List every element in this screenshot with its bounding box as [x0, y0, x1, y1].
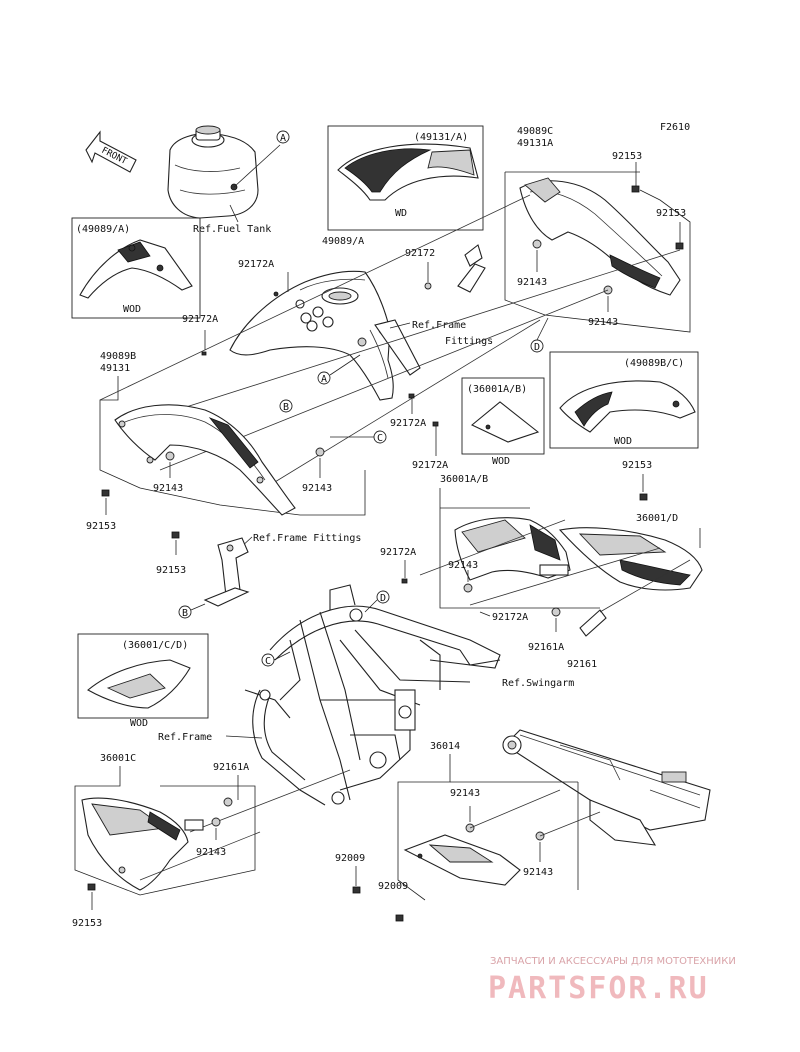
callout-d-bottom-label: D: [380, 593, 386, 604]
part-92143-6: 92143: [450, 788, 480, 799]
watermark-tagline: ЗАПЧАСТИ И АКСЕССУАРЫ ДЛЯ МОТОТЕХНИКИ: [490, 956, 736, 967]
part-36001ab: 36001A/B: [440, 474, 488, 485]
part-92161a-2: 92161A: [213, 762, 249, 773]
part-36001c: 36001C: [100, 753, 136, 764]
part-92161: 92161: [567, 659, 597, 670]
part-92172a-4: 92172A: [412, 460, 448, 471]
part-92143-7: 92143: [523, 867, 553, 878]
part-92161a-1: 92161A: [528, 642, 564, 653]
part-49131: 49131: [100, 363, 130, 374]
part-92172a-1: 92172A: [238, 259, 274, 270]
box-49089a-variant: WOD: [123, 304, 141, 315]
callout-c-mid-label: C: [377, 433, 383, 444]
part-92143-2: 92143: [588, 317, 618, 328]
frame-fitting-small: [457, 244, 486, 293]
watermark-brand: PARTSFOR.RU: [488, 971, 709, 1006]
part-92172a-3: 92172A: [390, 418, 426, 429]
box-49089bc-variant: WOD: [614, 436, 632, 447]
callout-a-top: [276, 130, 290, 144]
ref-frame-fittings-1b: Fittings: [445, 336, 493, 347]
part-92143-3: 92143: [153, 483, 183, 494]
callout-a-top-label: A: [280, 133, 286, 144]
part-92143-8: 92143: [196, 847, 226, 858]
callout-c-bottom-label: C: [265, 656, 271, 667]
side-cover-wod-thumbnail-2: [87, 659, 191, 709]
callout-d-bottom: [376, 590, 390, 604]
part-92172a-6: 92172A: [492, 612, 528, 623]
box-36001cd: [77, 633, 209, 719]
shroud-wd-thumbnail: [337, 143, 479, 201]
frame: [244, 584, 501, 806]
box-36001cd-label: (36001/C/D): [122, 640, 188, 651]
box-49131a-variant: WD: [395, 208, 407, 219]
collar-92161a: [184, 819, 204, 831]
callout-b-bottom-label: B: [182, 608, 188, 619]
part-92172a-2: 92172A: [182, 314, 218, 325]
side-cover-36001ab: [454, 517, 571, 581]
part-92153-a: 92153: [612, 151, 642, 162]
callout-a-mid: [317, 371, 331, 385]
box-49089bc-label: (49089B/C): [624, 358, 684, 369]
box-36001ab-label: (36001A/B): [467, 384, 527, 395]
part-49089c: 49089C: [517, 126, 553, 137]
callout-b-mid-label: B: [283, 402, 289, 413]
box-49089a-label: (49089/A): [76, 224, 130, 235]
box-49131a-label: (49131/A): [414, 132, 468, 143]
part-49089b: 49089B: [100, 351, 136, 362]
part-92009-2: 92009: [378, 881, 408, 892]
part-92172: 92172: [405, 248, 435, 259]
side-cover-36001d: [558, 527, 703, 591]
swingarm: [502, 729, 711, 846]
ref-frame-fittings-1a: Ref.Frame: [412, 320, 466, 331]
part-92009-1: 92009: [335, 853, 365, 864]
callout-b-mid: [279, 399, 293, 413]
part-92172a-5: 92172A: [380, 547, 416, 558]
ref-fuel-tank: Ref.Fuel Tank: [193, 224, 271, 235]
part-92143-4: 92143: [302, 483, 332, 494]
frame-fitting-bracket: [203, 537, 250, 607]
box-36001ab: [461, 377, 545, 455]
part-49089a: 49089/A: [322, 236, 364, 247]
part-92143-5: 92143: [448, 560, 478, 571]
tank-cover-bracket: [374, 319, 421, 376]
left-shroud: [114, 404, 296, 516]
collar-92161: [579, 609, 607, 637]
callout-a-mid-label: A: [321, 374, 327, 385]
ref-swingarm: Ref.Swingarm: [502, 678, 574, 689]
right-shroud: [519, 177, 681, 296]
front-arrow-icon: FRONT: [85, 130, 137, 173]
box-49131a: [327, 125, 484, 231]
part-49131a: 49131A: [517, 138, 553, 149]
part-92153-b: 92153: [656, 208, 686, 219]
box-36001ab-variant: WOD: [492, 456, 510, 467]
fuel-tank: [167, 125, 259, 219]
chain-guard: [403, 834, 521, 886]
diagram-code: F2610: [660, 122, 690, 133]
callout-d-mid-label: D: [534, 342, 540, 353]
box-36001cd-variant: WOD: [130, 718, 148, 729]
tank-cover: [229, 270, 394, 401]
part-92153-c: 92153: [86, 521, 116, 532]
side-cover-wod-thumbnail: [470, 401, 540, 443]
side-cover-36001c: [81, 797, 189, 891]
callout-b-bottom: [178, 605, 192, 619]
part-92153-e: 92153: [156, 565, 186, 576]
box-49089a: [71, 217, 201, 319]
part-92153-d: 92153: [622, 460, 652, 471]
box-49089bc: [549, 351, 699, 449]
part-92143-1: 92143: [517, 277, 547, 288]
tank-cover-wod-thumbnail: [79, 239, 193, 299]
part-36001d: 36001/D: [636, 513, 678, 524]
ref-frame: Ref.Frame: [158, 732, 212, 743]
shroud-wod-thumbnail: [559, 380, 696, 433]
part-36014: 36014: [430, 741, 460, 752]
part-92153-f: 92153: [72, 918, 102, 929]
ref-frame-fittings-2: Ref.Frame Fittings: [253, 533, 361, 544]
